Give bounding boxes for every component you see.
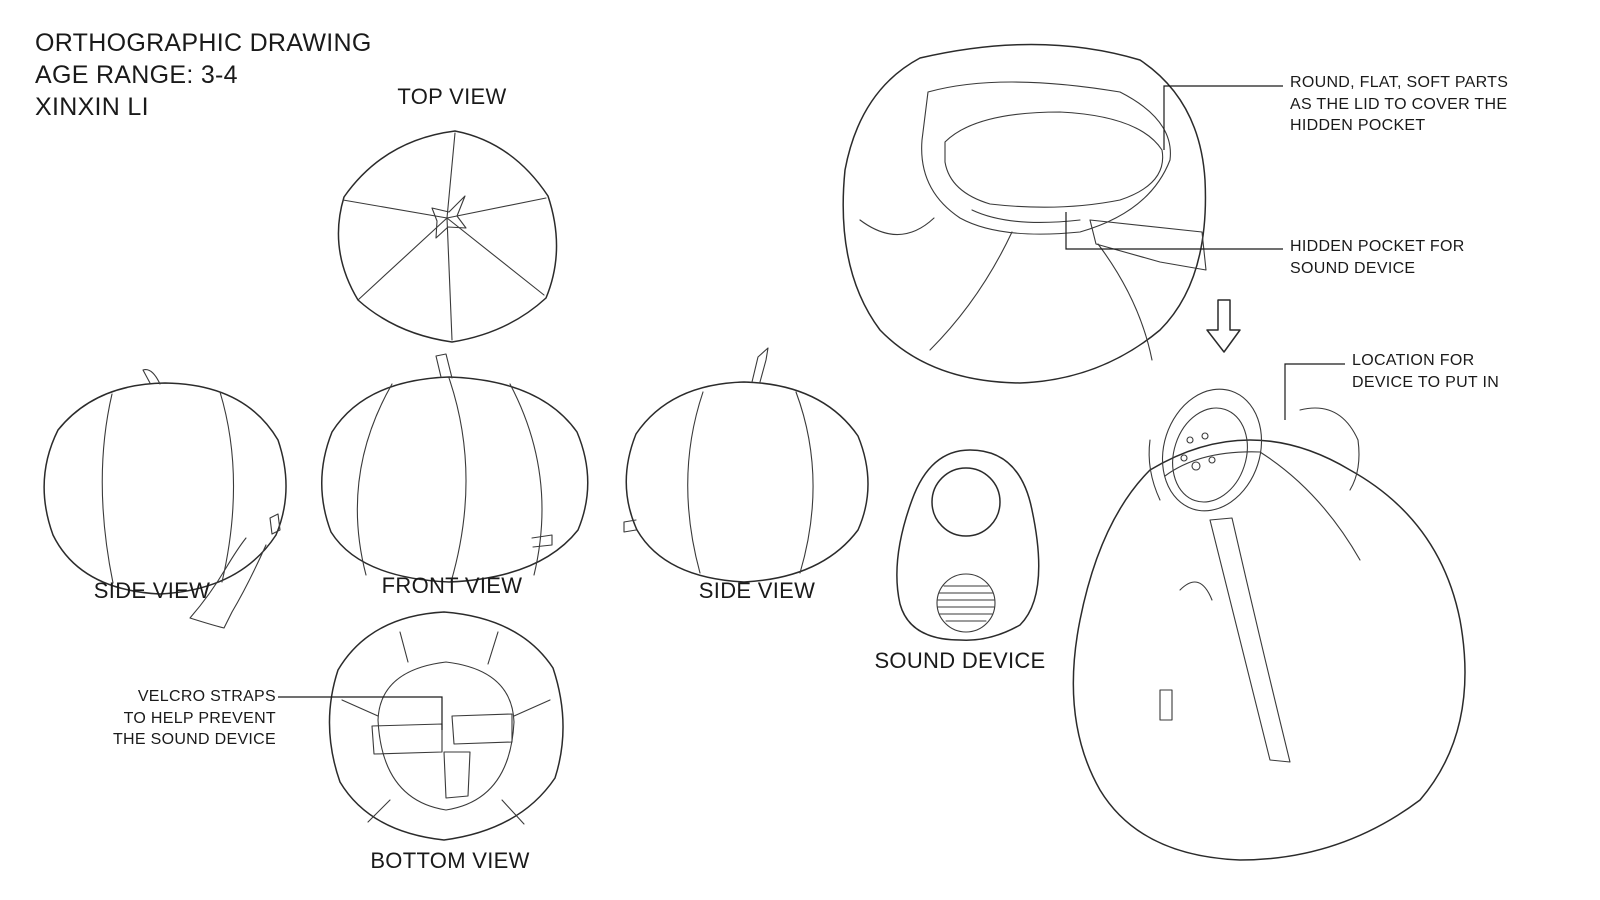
pocket-leader: [1065, 212, 1283, 250]
lid-leader: [1163, 85, 1283, 150]
front-view-drawing: [321, 353, 589, 583]
sound-device-label: SOUND DEVICE: [874, 648, 1046, 673]
top-view-label: TOP VIEW: [397, 84, 507, 109]
side-view-left-drawing: [43, 369, 287, 629]
cushion-with-device-drawing: [1072, 388, 1466, 861]
location-note-line: DEVICE TO PUT IN: [1352, 373, 1500, 391]
front-view-label: FRONT VIEW: [381, 573, 523, 598]
down-arrow-icon: [1206, 299, 1241, 353]
velcro-note-line: VELCRO STRAPS: [137, 688, 276, 705]
lid-note-line: HIDDEN POCKET: [1290, 117, 1426, 134]
side-view-left-label: SIDE VIEW: [93, 578, 211, 603]
age-range: AGE RANGE: 3-4: [35, 61, 238, 89]
author-name: XINXIN LI: [35, 93, 149, 121]
pocket-note-line: HIDDEN POCKET FOR: [1290, 238, 1465, 255]
location-leader: [1284, 363, 1345, 420]
lid-note-line: AS THE LID TO COVER THE: [1290, 95, 1508, 113]
lid-note-line: ROUND, FLAT, SOFT PARTS: [1290, 74, 1509, 91]
title-heading: ORTHOGRAPHIC DRAWING: [35, 29, 372, 57]
velcro-leader: [278, 696, 443, 730]
side-view-right-drawing: [623, 347, 869, 583]
bottom-view-label: BOTTOM VIEW: [370, 848, 530, 873]
pocket-detail-drawing: [842, 43, 1207, 384]
lid-note: ROUND, FLAT, SOFT PARTS AS THE LID TO CO…: [1290, 72, 1508, 137]
pocket-note-line: SOUND DEVICE: [1290, 259, 1416, 277]
bottom-view-drawing: [328, 611, 564, 841]
velcro-note: VELCRO STRAPS TO HELP PREVENT THE SOUND …: [113, 686, 276, 751]
top-view-drawing: [337, 130, 558, 343]
location-note: LOCATION FOR DEVICE TO PUT IN: [1352, 350, 1499, 393]
side-view-right-label: SIDE VIEW: [698, 578, 816, 603]
leader-lines: [278, 85, 1345, 730]
velcro-note-line: TO HELP PREVENT: [123, 709, 276, 727]
sound-device-drawing: [896, 449, 1040, 641]
pocket-note: HIDDEN POCKET FOR SOUND DEVICE: [1290, 236, 1465, 279]
velcro-note-line: THE SOUND DEVICE: [112, 731, 276, 748]
location-note-line: LOCATION FOR: [1352, 352, 1475, 369]
